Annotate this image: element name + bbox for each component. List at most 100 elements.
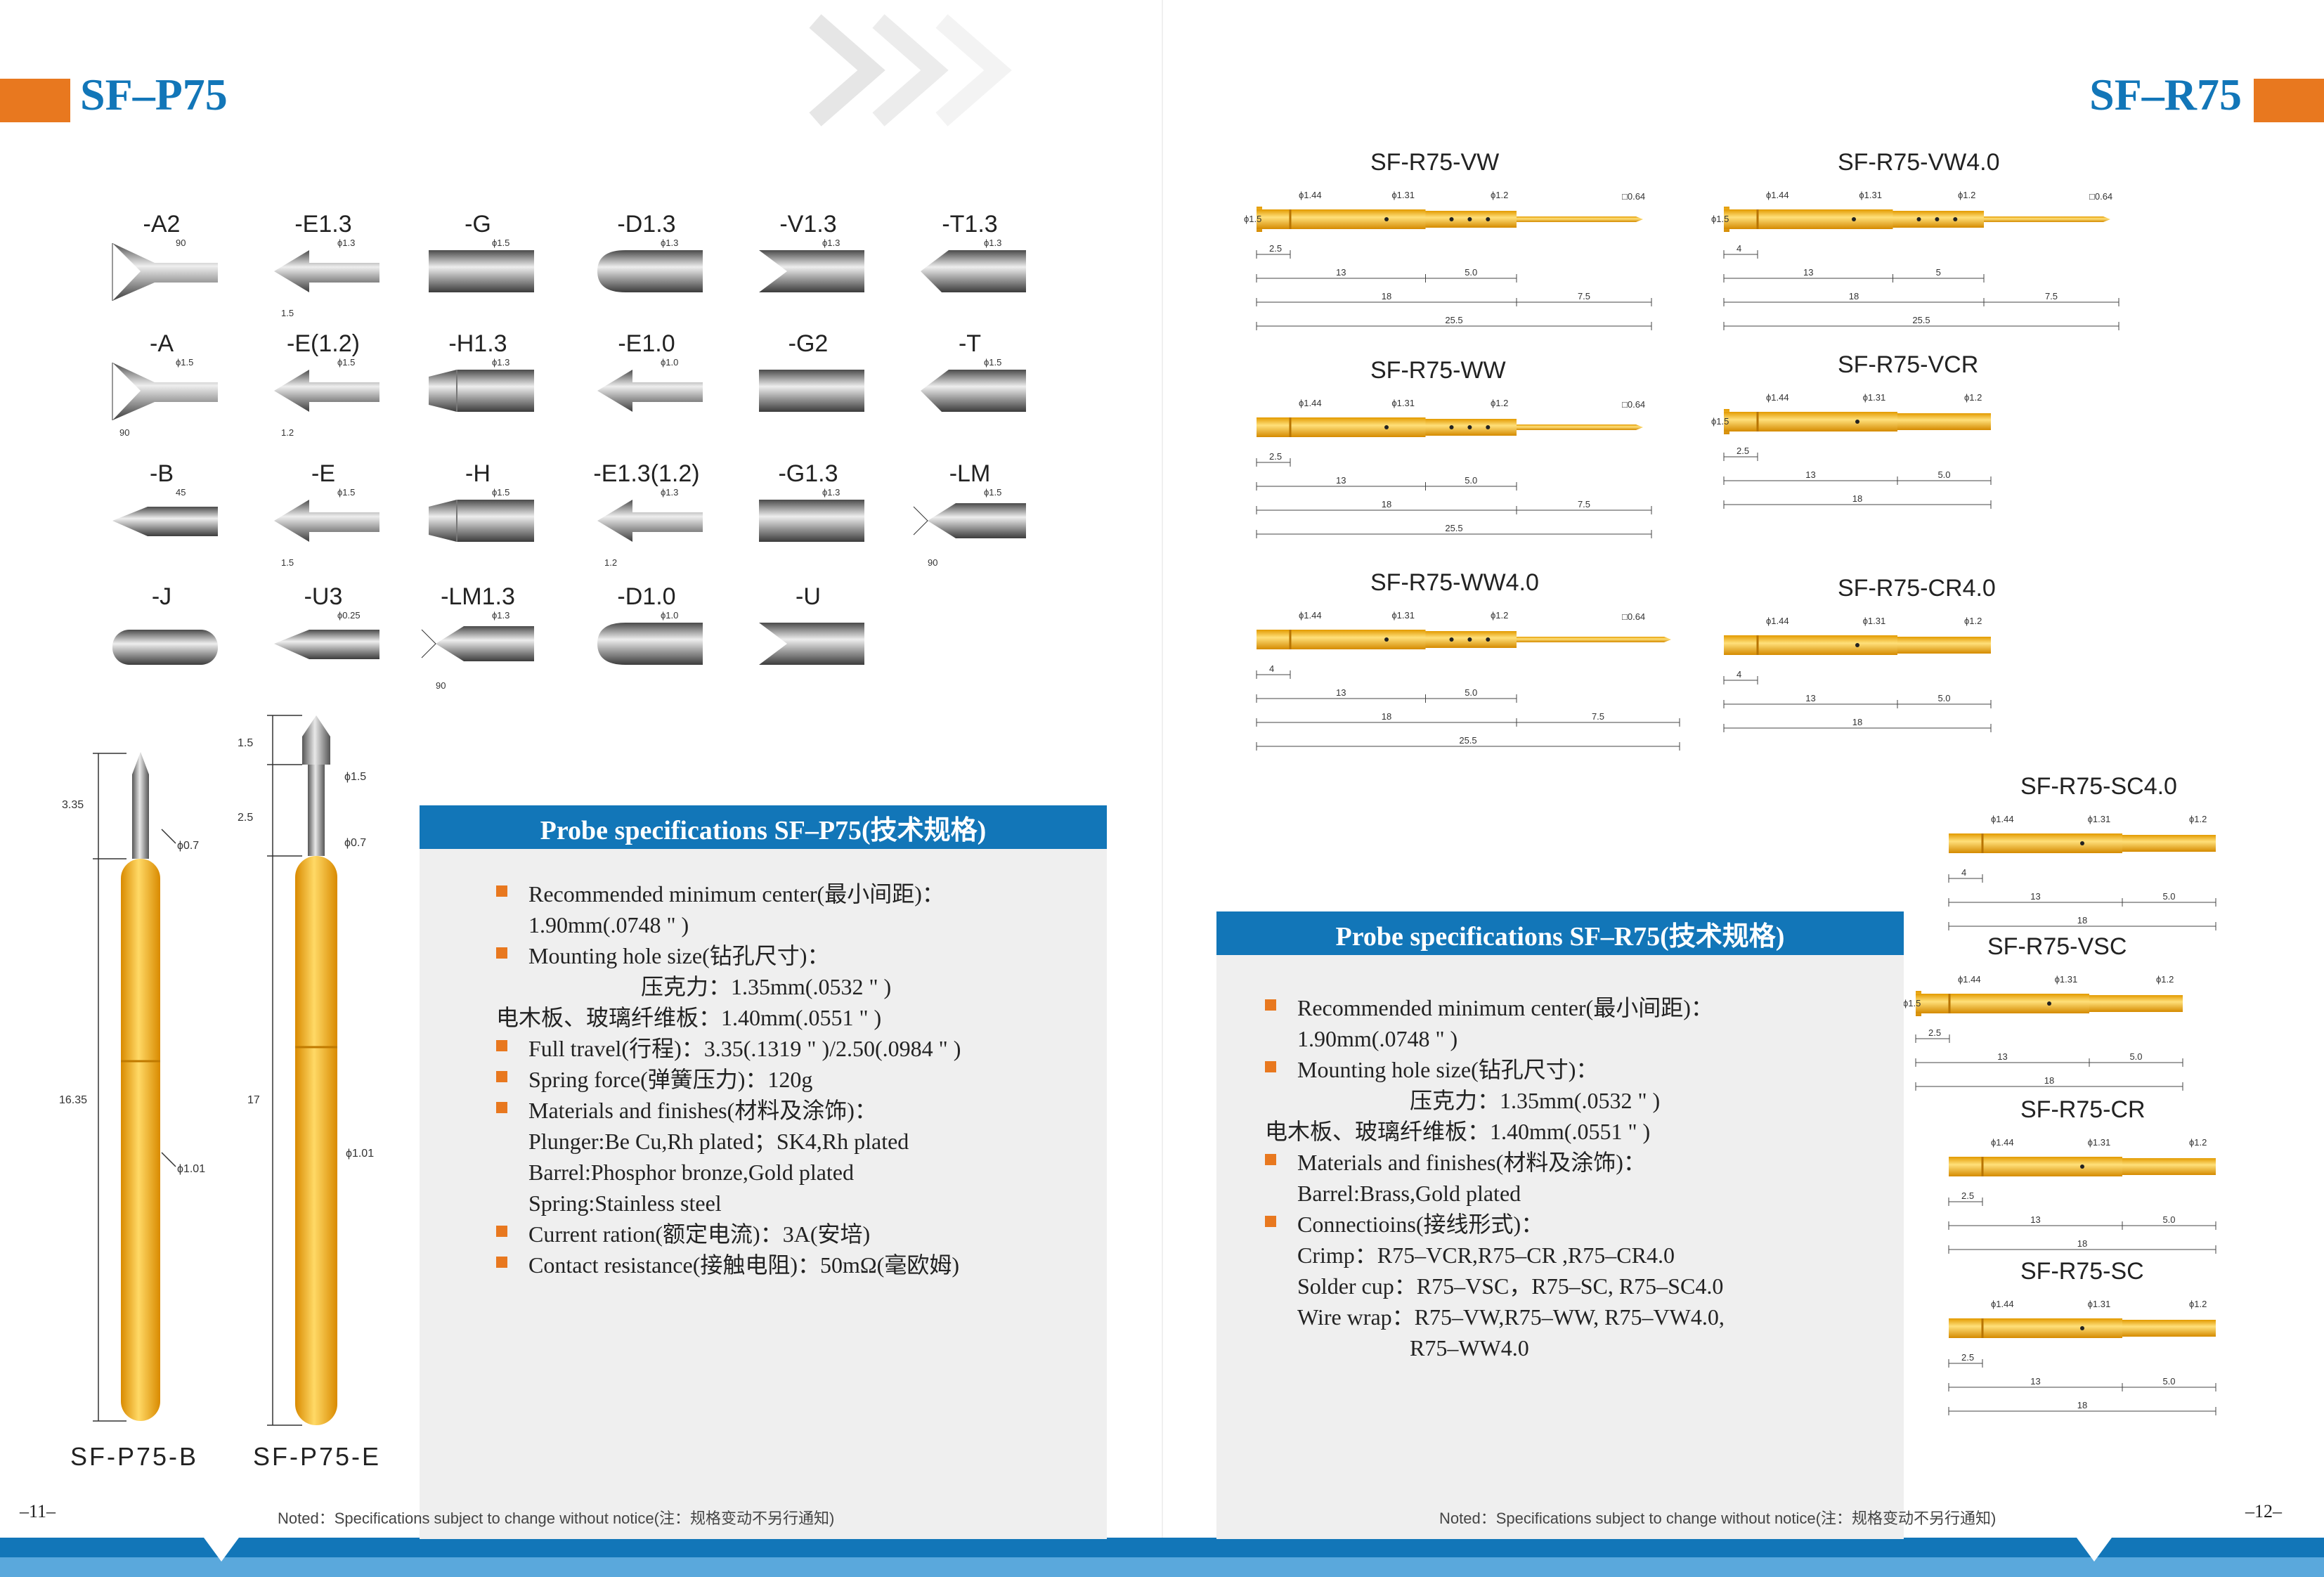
tip-label: -E1.3 bbox=[294, 211, 352, 238]
tip-label: -LM1.3 bbox=[441, 583, 515, 610]
tip-dimension: ϕ1.0 bbox=[661, 610, 678, 621]
footer-band bbox=[0, 1538, 2324, 1577]
receptacle-dimension: ϕ1.44 bbox=[1299, 610, 1322, 621]
spec-subline: 1.90mm(.0748 " ) bbox=[1297, 1026, 1458, 1051]
receptacle-dimension: ϕ1.2 bbox=[1958, 190, 1975, 200]
spec-subline: 电木板、玻璃纤维板：1.40mm(.0551 " ) bbox=[496, 1005, 882, 1030]
tip-drawing: ϕ1.0 bbox=[597, 357, 703, 412]
spec-subline: 压克力：1.35mm(.0532 " ) bbox=[1297, 1088, 1661, 1113]
probe-dimension: 17 bbox=[247, 1094, 260, 1106]
left-page-number: –11– bbox=[20, 1501, 56, 1521]
right-spec-heading: Probe specifications SF–R75(技术规格) bbox=[1216, 911, 1904, 955]
bullet-icon bbox=[1265, 1216, 1276, 1227]
spec-item: Mounting hole size(钻孔尺寸)： bbox=[496, 940, 1101, 971]
receptacle-dimension: □0.64 bbox=[1622, 611, 1645, 622]
receptacle-dimension: ϕ1.31 bbox=[1863, 392, 1886, 403]
receptacle-dimension: ϕ1.31 bbox=[2088, 1299, 2111, 1309]
receptacle-dimension: □0.64 bbox=[1622, 399, 1645, 410]
receptacle-dimension: ϕ1.2 bbox=[2189, 1137, 2207, 1148]
receptacle-dimension: □0.64 bbox=[2089, 191, 2112, 202]
receptacle-dimension: 13 bbox=[1336, 475, 1346, 486]
receptacle-dimension: 5.0 bbox=[2162, 1214, 2175, 1225]
receptacle-dimension: 13 bbox=[1805, 693, 1815, 703]
probe-dimension: ϕ0.7 bbox=[177, 840, 199, 852]
tip-label: -G2 bbox=[788, 330, 829, 357]
bullet-icon bbox=[496, 1102, 507, 1113]
tip-label: -E(1.2) bbox=[287, 330, 360, 357]
spec-text: Contact resistance(接触电阻)：50mΩ(毫欧姆) bbox=[528, 1252, 959, 1278]
spec-item: Materials and finishes(材料及涂饰)： bbox=[496, 1095, 1101, 1126]
receptacle-dimension: 5.0 bbox=[1937, 693, 1950, 703]
chevron-arrows-icon bbox=[809, 14, 1012, 126]
spec-text: Mounting hole size(钻孔尺寸)： bbox=[1297, 1057, 1599, 1082]
receptacle-dimension: ϕ1.44 bbox=[1766, 190, 1789, 200]
receptacle-dimension: 18 bbox=[1852, 717, 1862, 727]
spec-text: Full travel(行程)：3.35(.1319 " )/2.50(.098… bbox=[528, 1036, 961, 1061]
probe-dimension: ϕ1.01 bbox=[346, 1148, 374, 1160]
probe-b-drawing bbox=[93, 752, 176, 1422]
bullet-icon bbox=[496, 947, 507, 959]
tip-dimension: 90 bbox=[176, 238, 186, 248]
spec-subline: Barrel:Brass,Gold plated bbox=[1297, 1181, 1521, 1206]
receptacle-dimension: 2.5 bbox=[1961, 1352, 1974, 1363]
receptacle-dimension: ϕ1.2 bbox=[1491, 190, 1508, 200]
spec-item: Current ration(额定电流)：3A(安培) bbox=[496, 1219, 1101, 1250]
spec-subline: Plunger:Be Cu,Rh plated；SK4,Rh plated bbox=[528, 1129, 909, 1154]
spec-item: Connectioins(接线形式)： bbox=[1265, 1209, 1883, 1240]
page-divider bbox=[1162, 0, 1163, 1539]
tip-drawing: ϕ1.590 bbox=[112, 357, 218, 438]
bullet-icon bbox=[496, 1226, 507, 1237]
receptacle-dimension: ϕ1.44 bbox=[1299, 398, 1322, 408]
tip-label: -E bbox=[311, 460, 335, 487]
probe-e-drawing bbox=[267, 715, 337, 1426]
receptacle-dimension: 2.5 bbox=[1961, 1190, 1974, 1201]
left-spec-heading: Probe specifications SF–P75(技术规格) bbox=[420, 805, 1107, 849]
tip-dimension: ϕ1.5 bbox=[984, 357, 1001, 368]
receptacle-label: SF-R75-VSC bbox=[1987, 933, 2127, 960]
receptacle-dimension: 2.5 bbox=[1928, 1027, 1941, 1038]
receptacle-dimension: 7.5 bbox=[2045, 291, 2058, 301]
receptacle-dimension: 13 bbox=[1805, 469, 1815, 480]
receptacle-dimension: ϕ1.44 bbox=[1991, 1137, 2014, 1148]
receptacle-dimension: ϕ1.31 bbox=[2055, 974, 2078, 985]
receptacle-dimension: 7.5 bbox=[1592, 711, 1604, 722]
tip-drawing bbox=[112, 630, 218, 665]
receptacle-dimension: ϕ1.5 bbox=[1711, 214, 1729, 224]
spec-subline: Crimp：R75–VCR,R75–CR ,R75–CR4.0 bbox=[1297, 1242, 1675, 1268]
tip-drawing: 90 bbox=[112, 238, 218, 301]
tip-drawing bbox=[759, 623, 864, 665]
receptacle-dimension: 13 bbox=[2030, 1214, 2040, 1225]
tip-dimension: 45 bbox=[176, 487, 186, 498]
left-page-title: SF–P75 bbox=[80, 70, 228, 119]
receptacle-dimension: 18 bbox=[2077, 915, 2087, 926]
spec-text: Materials and finishes(材料及涂饰)： bbox=[1297, 1150, 1646, 1175]
receptacle-dimension: 18 bbox=[2077, 1400, 2087, 1410]
receptacle-dimension: ϕ1.44 bbox=[1299, 190, 1322, 200]
receptacle-dimension: ϕ1.31 bbox=[2088, 1137, 2111, 1148]
spec-text: Current ration(额定电流)：3A(安培) bbox=[528, 1221, 871, 1247]
probe-b-label: SF-P75-B bbox=[70, 1442, 199, 1471]
tip-drawing: ϕ1.31.2 bbox=[597, 487, 703, 568]
spec-text: Mounting hole size(钻孔尺寸)： bbox=[528, 943, 830, 968]
receptacle-dimension: 7.5 bbox=[1578, 291, 1590, 301]
receptacle-label: SF-R75-VCR bbox=[1838, 351, 1979, 378]
tip-label: -U bbox=[796, 583, 821, 610]
right-page-title: SF–R75 bbox=[2089, 70, 2242, 119]
bullet-icon bbox=[1265, 999, 1276, 1011]
tip-dimension: ϕ1.5 bbox=[176, 357, 193, 368]
spec-item: Spring force(弹簧压力)：120g bbox=[496, 1064, 1101, 1095]
receptacle-label: SF-R75-CR4.0 bbox=[1838, 575, 1996, 602]
tip-drawing: ϕ1.3 bbox=[759, 238, 864, 292]
bullet-icon bbox=[496, 1071, 507, 1082]
receptacle-dimension: ϕ1.44 bbox=[1991, 1299, 2014, 1309]
tip-dimension: ϕ1.5 bbox=[984, 487, 1001, 498]
bullet-icon bbox=[496, 1040, 507, 1051]
tip-dimension: ϕ1.3 bbox=[492, 610, 509, 621]
receptacle-dimension: 2.5 bbox=[1269, 451, 1282, 462]
tip-label: -E1.3(1.2) bbox=[593, 460, 700, 487]
probe-dimension: 16.35 bbox=[59, 1094, 87, 1106]
